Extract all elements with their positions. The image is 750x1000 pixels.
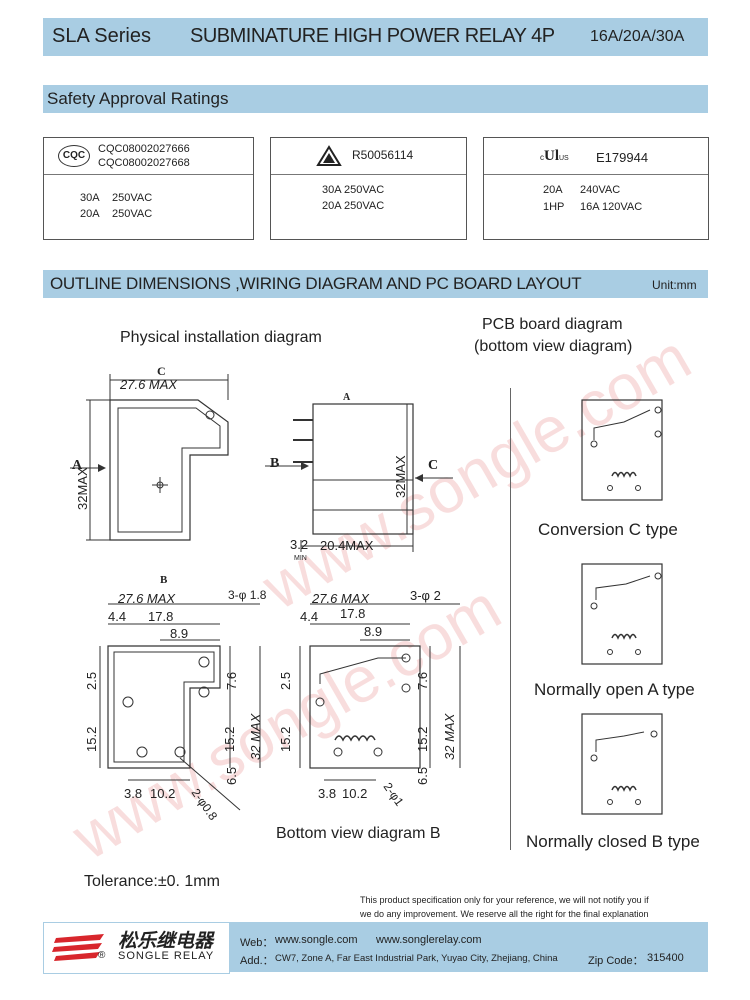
dim-65-left: 6.5 (224, 766, 239, 785)
dim-38-left: 3.8 (124, 786, 143, 801)
dim-label-a-side: A (72, 458, 83, 473)
ul-cert-box (483, 137, 709, 240)
brand-chinese: 松乐继电器 (118, 931, 214, 952)
dim-44-left: 4.4 (108, 609, 127, 624)
cqc-rating-2-amp: 20A (80, 208, 100, 220)
bottom-view-left-drawing (99, 603, 261, 811)
side-view-drawing (265, 403, 453, 552)
cqc-rating-2-volt: 250VAC (112, 208, 153, 220)
dim-label-b-bottom: B (160, 574, 168, 586)
series-title: SLA Series (52, 25, 151, 47)
cqc-rating-1-amp: 30A (80, 192, 100, 204)
ul-rating-1-amp: 20A (543, 184, 563, 196)
dim-width-276-b: 27.6 MAX (118, 591, 176, 606)
cqc-cert-2: CQC08002027668 (98, 157, 190, 169)
zip-label: Zip Code： (588, 955, 644, 967)
safety-bar (43, 85, 708, 113)
dim-152-left: 15.2 (84, 726, 99, 752)
dim-102-left: 10.2 (150, 786, 176, 801)
dim-102-right: 10.2 (342, 786, 368, 801)
registered-mark: ® (98, 950, 106, 961)
dim-label-a-top: A (343, 392, 351, 403)
web-label: Web： (240, 937, 274, 949)
cqc-rating-1-volt: 250VAC (112, 192, 153, 204)
dim-76-right: 7.6 (415, 671, 430, 690)
dim-89-left: 8.9 (170, 626, 189, 641)
pcb-normally-open-a-drawing (581, 563, 663, 665)
safety-title: Safety Approval Ratings (47, 89, 229, 108)
dim-32max-right: 32 MAX (442, 713, 457, 760)
dim-label-c-side: C (428, 458, 439, 473)
header-bar (43, 18, 708, 56)
pcb-diagram-subtitle: (bottom view diagram) (474, 338, 633, 355)
top-view-drawing (70, 374, 229, 541)
dim-width-276: 27.6 MAX (120, 377, 178, 392)
dim-152-right-2: 15.2 (415, 726, 430, 752)
disclaimer-line-1: This product specification only for your… (360, 895, 649, 905)
product-title: SUBMINATURE HIGH POWER RELAY 4P (190, 25, 555, 47)
dim-min-label: MIN (294, 555, 307, 562)
disclaimer-line-2: we do any improvement. We reserve all th… (360, 909, 649, 919)
bottom-view-caption: Bottom view diagram B (276, 825, 441, 842)
zip-code: 315400 (647, 952, 684, 964)
dim-label-c-top: C (157, 364, 166, 378)
dim-25-left: 2.5 (84, 671, 99, 690)
dim-hole-2: 3-φ 2 (410, 588, 441, 603)
dim-152-left-2: 15.2 (222, 726, 237, 752)
songle-logo-icon (52, 934, 104, 961)
pcb-conversion-c-drawing (581, 399, 663, 501)
tuv-rating-2: 20A 250VAC (322, 200, 385, 212)
brand-english: SONGLE RELAY (118, 950, 215, 962)
ul-rating-2-volt: 16A 120VAC (580, 201, 643, 213)
type-b-caption: Normally closed B type (526, 832, 700, 851)
pcb-diagram-title: PCB board diagram (482, 316, 623, 333)
dim-height-32-side: 32MAX (393, 455, 408, 498)
dim-25-right: 2.5 (278, 671, 293, 690)
address-label: Add.： (240, 955, 274, 967)
dim-178-left: 17.8 (148, 609, 174, 624)
outline-title: OUTLINE DIMENSIONS ,WIRING DIAGRAM AND P… (50, 274, 582, 293)
dim-152-right: 15.2 (278, 726, 293, 752)
tuv-triangle-icon (316, 145, 342, 166)
ul-logo-icon: cUlUS (540, 148, 569, 164)
dim-44-right: 4.4 (300, 609, 319, 624)
dim-label-b-side: B (270, 456, 280, 471)
dim-32max-left: 32 MAX (248, 713, 263, 760)
section-divider (510, 388, 511, 850)
web-link-2[interactable]: www.songlerelay.com (376, 934, 482, 946)
unit-label: Unit:mm (652, 278, 697, 292)
dim-89-right: 8.9 (364, 624, 383, 639)
type-a-caption: Normally open A type (534, 680, 695, 699)
ul-rating-2-amp: 1HP (543, 201, 565, 213)
ul-cert: E179944 (596, 150, 649, 165)
bottom-view-right-drawing (299, 603, 461, 781)
tolerance-note: Tolerance:±0. 1mm (84, 873, 220, 890)
cqc-cert-1: CQC08002027666 (98, 143, 190, 155)
dim-65-right: 6.5 (415, 766, 430, 785)
dim-76-left: 7.6 (224, 671, 239, 690)
dim-width-276-r: 27.6 MAX (312, 591, 370, 606)
physical-diagram-title: Physical installation diagram (120, 329, 322, 346)
tuv-cert: R50056114 (352, 148, 414, 162)
outline-bar (43, 270, 708, 298)
dim-min-32: 3.2 (290, 537, 309, 552)
dim-height-32-top: 32MAX (75, 467, 90, 510)
pcb-normally-closed-b-drawing (581, 713, 663, 815)
dim-width-204: 20.4MAX (320, 538, 374, 553)
address-text: CW7, Zone A, Far East Industrial Park, Y… (275, 953, 558, 964)
tuv-rating-1: 30A 250VAC (322, 184, 385, 196)
tuv-cert-box (270, 137, 467, 240)
web-link-1[interactable]: www.songle.com (275, 934, 358, 946)
type-c-caption: Conversion C type (538, 520, 678, 539)
rating-title: 16A/20A/30A (590, 28, 685, 45)
dim-hole-18: 3-φ 1.8 (228, 588, 267, 602)
dim-178-right: 17.8 (340, 606, 366, 621)
dim-38-right: 3.8 (318, 786, 337, 801)
ul-rating-1-volt: 240VAC (580, 184, 621, 196)
cqc-logo: CQC (58, 145, 90, 167)
